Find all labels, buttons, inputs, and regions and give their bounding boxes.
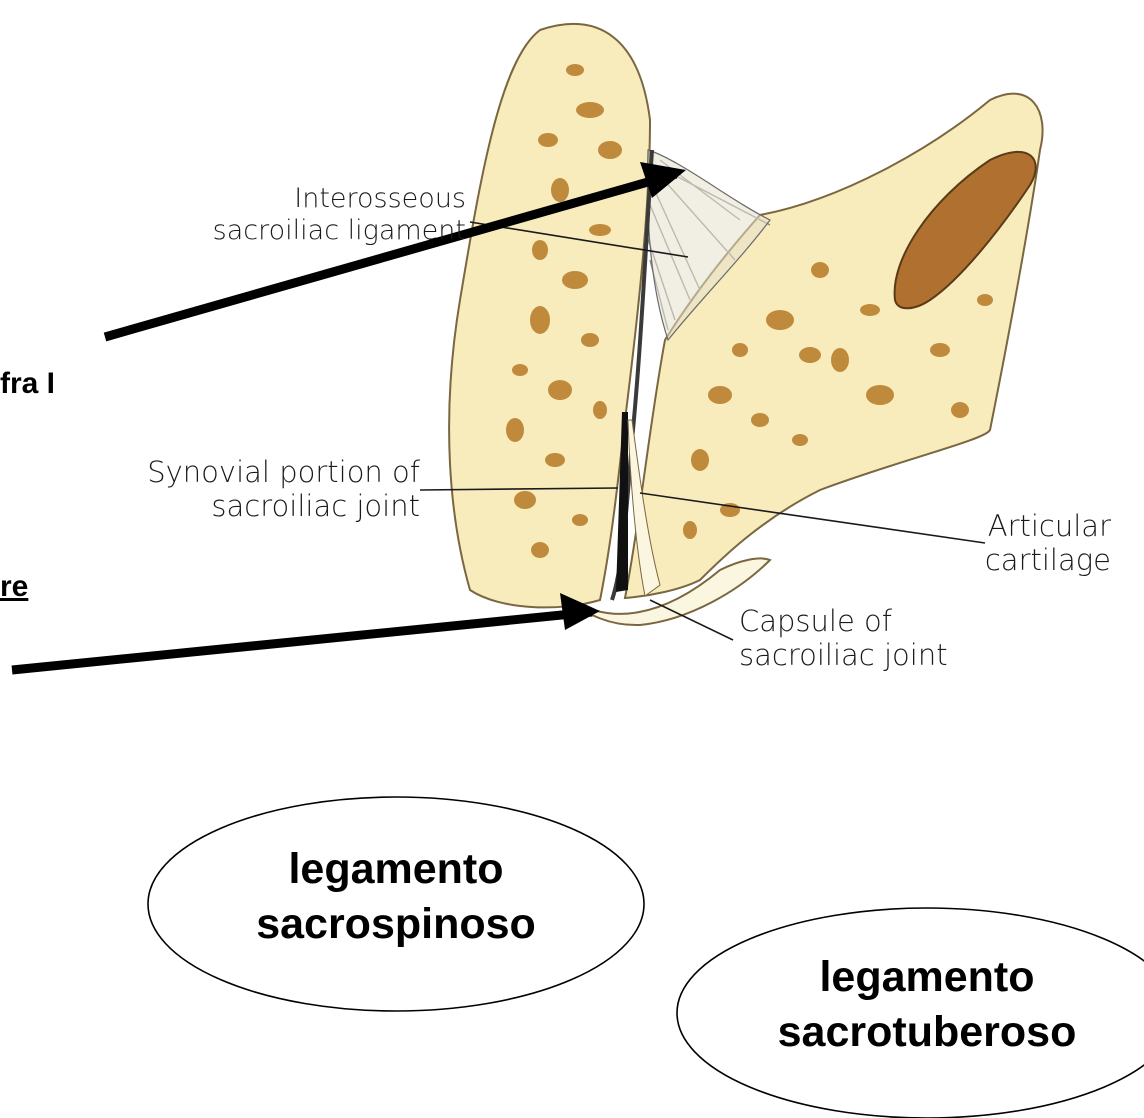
label-articular: Articular cartilage bbox=[978, 509, 1111, 577]
label-synovial: Synovial portion of sacroiliac joint bbox=[130, 455, 420, 523]
label-synovial-line1: Synovial portion of bbox=[130, 455, 420, 489]
side-text-top: fra I bbox=[0, 367, 55, 401]
ellipse-sacrotuberoso-text: legamento sacrotuberoso bbox=[727, 950, 1127, 1060]
ellipse-sacrospinoso-line1: legamento bbox=[196, 842, 596, 897]
ellipse-sacrotuberoso-line1: legamento bbox=[727, 950, 1127, 1005]
label-interosseous-line1: Interosseous bbox=[196, 183, 466, 215]
label-capsule-line2: sacroiliac joint bbox=[739, 638, 969, 672]
label-interosseous-line2: sacroiliac ligament bbox=[196, 215, 466, 247]
side-text-bottom: re bbox=[0, 570, 28, 604]
label-capsule-line1: Capsule of bbox=[739, 604, 969, 638]
ellipse-sacrospinoso-text: legamento sacrospinoso bbox=[196, 842, 596, 952]
label-articular-line2: cartilage bbox=[978, 543, 1111, 577]
label-synovial-line2: sacroiliac joint bbox=[130, 489, 420, 523]
label-articular-line1: Articular bbox=[978, 509, 1111, 543]
arrow-capsule bbox=[12, 612, 592, 670]
ellipse-sacrospinoso-line2: sacrospinoso bbox=[196, 897, 596, 952]
ellipse-sacrotuberoso-line2: sacrotuberoso bbox=[727, 1005, 1127, 1060]
label-interosseous: Interosseous sacroiliac ligament bbox=[196, 183, 466, 247]
label-capsule: Capsule of sacroiliac joint bbox=[739, 604, 969, 672]
